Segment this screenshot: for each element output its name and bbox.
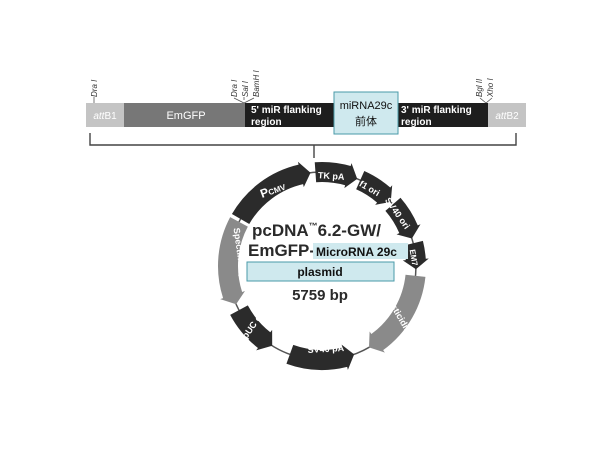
plasmid-features: [217, 161, 429, 371]
sv40pa-arrow: [286, 344, 355, 371]
tkpa-arrow: [314, 162, 358, 189]
emgfp-segment: [124, 103, 245, 127]
cassette-bracket: [89, 133, 517, 158]
em7-label: EM7: [408, 249, 420, 267]
attb1-segment: [86, 103, 124, 127]
insert-box: [333, 91, 399, 135]
sv40ori-arrow: [385, 197, 421, 239]
site-label-sal1: Sal I: [241, 80, 250, 97]
blasticidin-arrow: [369, 274, 426, 353]
attb2-label: attB2: [495, 111, 519, 122]
restriction-sites: Dra I Dra I Sal I BamH I Bgl II Xho I: [90, 70, 495, 98]
f1ori-arrow: [356, 170, 393, 205]
flank3-label-line2: region: [401, 117, 432, 128]
site-label-bgl2: Bgl II: [475, 78, 484, 97]
plasmid-name-line1: pcDNA™6.2-GW/: [252, 221, 381, 240]
puc-ori-arrow: [230, 305, 273, 351]
site-label-dra1-left: Dra I: [90, 79, 99, 97]
site-label-dra1-mid: Dra I: [230, 79, 239, 97]
emgfp-label: EmGFP: [166, 110, 205, 122]
spectinomycin-arrow: [217, 217, 248, 305]
flank3-segment: [398, 103, 488, 127]
flank5-label-line2: region: [251, 117, 282, 128]
flank5-segment: [245, 103, 335, 127]
flank3-label-line1: 3' miR flanking: [401, 105, 472, 116]
sv40pa-label: SV40 pA: [307, 343, 344, 355]
plasmid-label: plasmid: [297, 265, 342, 279]
tkpa-label: TK pA: [318, 170, 346, 182]
flank5-label-line1: 5' miR flanking: [251, 105, 322, 116]
pcmv-arrow: [231, 161, 311, 224]
insert-label-line2: 前体: [355, 114, 377, 128]
plasmid-size: 5759 bp: [292, 287, 348, 304]
plasmid-label-box: [246, 261, 395, 282]
site-label-bamh1: BamH I: [252, 70, 261, 97]
em7-arrow: [402, 240, 429, 270]
microrna-label: MicroRNA 29c: [316, 245, 397, 259]
site-ticks: [93, 97, 493, 104]
tick-bgl2-xho1-fork: [479, 97, 493, 104]
linear-cassette: Dra I Dra I Sal I BamH I Bgl II Xho I at…: [86, 70, 526, 158]
plasmid-name-line2: EmGFP-: [248, 241, 315, 260]
attb1-label: attB1: [93, 111, 117, 122]
microrna-label-box: [313, 243, 408, 259]
plasmid-map: PCMV TK pA f1 ori SV40 ori EM7 Blasticid…: [217, 161, 429, 371]
insert-label-line1: miRNA29c: [340, 100, 393, 112]
attb2-segment: [488, 103, 526, 127]
site-label-xho1: Xho I: [486, 78, 495, 98]
